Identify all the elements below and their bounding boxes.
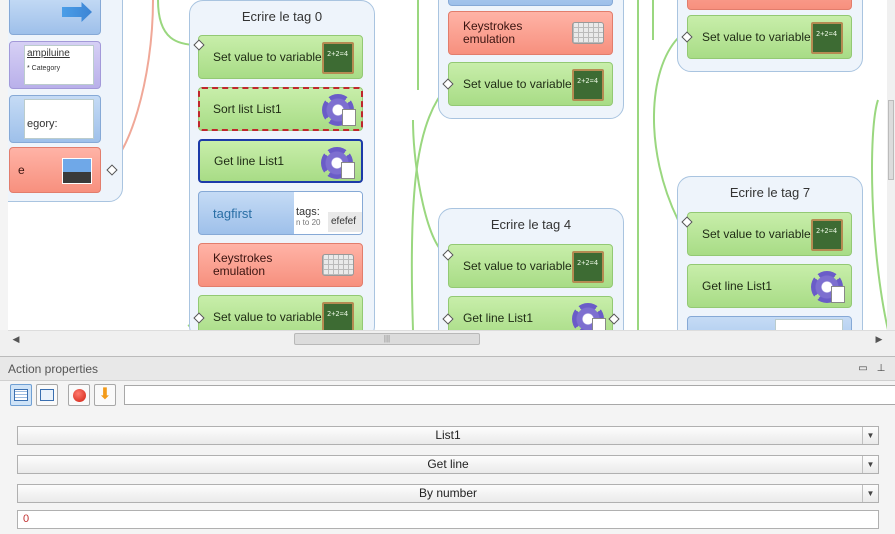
group-title: Ecrire le tag 0 — [241, 9, 323, 24]
action-set-value-2[interactable]: Set value to variable — [198, 295, 363, 330]
scroll-left-arrow[interactable]: ◀ — [12, 334, 20, 344]
action-label: tagfirst — [213, 205, 253, 221]
action-label: Get line List1 — [463, 310, 534, 325]
chalkboard-icon — [322, 302, 354, 330]
chalkboard-icon — [572, 251, 604, 283]
action-set-value-mid[interactable]: Set value to variable — [448, 62, 613, 106]
grid-view-button[interactable] — [10, 384, 32, 406]
action-blue-partial[interactable] — [448, 0, 613, 6]
action-get-line-tag4[interactable]: Get line List1 — [448, 296, 613, 330]
form-icon — [40, 389, 54, 401]
scroll-right-arrow[interactable]: ▶ — [875, 334, 883, 344]
action-blue-partial-tag7[interactable] — [687, 316, 852, 330]
action-set-value[interactable]: Set value to variable — [198, 35, 363, 79]
action-tagfirst[interactable]: tagfirst tags: n to 20 efefef — [198, 191, 363, 235]
thumbnail-preview: ampiluine * Category — [24, 45, 94, 85]
tagfirst-preview: tags: n to 20 efefef — [294, 192, 362, 234]
image-picker-icon — [62, 158, 92, 184]
vertical-scrollbar[interactable] — [887, 0, 895, 330]
gear-document-icon — [572, 303, 606, 330]
action-red-partial[interactable] — [687, 0, 852, 10]
record-stop-icon — [72, 388, 86, 402]
action-label: Set value to variable — [463, 258, 572, 273]
thumb-tags-label: tags: — [296, 206, 320, 218]
action-label: Keystrokes emulation — [213, 251, 273, 278]
mode-select-value: By number — [418, 486, 478, 500]
down-arrow-icon: ⬇ — [98, 386, 112, 403]
gear-document-icon — [322, 94, 356, 126]
action-image-block-2[interactable]: egory: — [9, 95, 101, 143]
action-label: Sort list List1 — [213, 101, 282, 116]
action-label: e — [18, 162, 25, 177]
stop-button[interactable] — [68, 384, 90, 406]
operation-select-value: Get line — [427, 457, 469, 471]
group-left-partial: ampiluine * Category egory: e — [8, 0, 123, 202]
edit-view-button[interactable] — [36, 384, 58, 406]
action-keystrokes[interactable]: Keystrokes emulation — [198, 243, 363, 287]
thumb-sub: * Category — [27, 65, 61, 72]
action-label: Set value to variable — [213, 309, 322, 324]
action-set-value-right[interactable]: Set value to variable — [687, 15, 852, 59]
thumb-text-2: egory: — [27, 118, 58, 130]
thumb-text: ampiluine — [27, 48, 70, 59]
thumb-tags-sub: n to 20 — [296, 218, 321, 227]
action-label: Get line List1 — [702, 278, 773, 293]
gear-document-icon — [811, 271, 845, 303]
thumbnail-preview-2: egory: — [24, 99, 94, 139]
action-label: Set value to variable — [702, 226, 811, 241]
download-button[interactable]: ⬇ — [94, 384, 116, 406]
action-label: Set value to variable — [702, 29, 811, 44]
list-select[interactable]: List1 ▼ — [17, 426, 879, 445]
action-get-line[interactable]: Get line List1 — [198, 139, 363, 183]
keyboard-icon — [572, 22, 604, 44]
action-image-block-1[interactable]: ampiluine * Category — [9, 41, 101, 89]
gear-document-icon — [321, 147, 355, 179]
workflow-canvas[interactable]: ampiluine * Category egory: e Ecrire le … — [0, 0, 895, 330]
line-number-input[interactable]: 0 — [17, 510, 879, 529]
vscroll-thumb[interactable] — [888, 100, 894, 180]
chevron-down-icon[interactable]: ▼ — [862, 485, 878, 502]
panel-toolbar: ⬇ — [10, 384, 116, 406]
chalkboard-icon — [572, 69, 604, 101]
list-select-value: List1 — [435, 428, 461, 442]
action-label: Set value to variable — [463, 76, 572, 91]
connection-wires — [103, 0, 889, 330]
maximize-icon[interactable]: ▭ — [858, 363, 868, 374]
chalkboard-icon — [811, 22, 843, 54]
action-label: Keystrokes emulation — [463, 19, 523, 46]
action-keystrokes-mid[interactable]: Keystrokes emulation — [448, 11, 613, 55]
thumb-tags-value: efefef — [328, 212, 362, 232]
chevron-down-icon[interactable]: ▼ — [862, 427, 878, 444]
line-number-value: 0 — [23, 513, 30, 525]
action-label: Get line List1 — [214, 153, 285, 168]
action-properties-panel: Action properties ▭ ⊥ — [0, 356, 895, 534]
chevron-down-icon[interactable]: ▼ — [862, 456, 878, 473]
chalkboard-icon — [322, 42, 354, 74]
group-title: Ecrire le tag 4 — [490, 217, 572, 232]
hscroll-thumb[interactable]: ||| — [294, 333, 480, 345]
action-set-value-tag7[interactable]: Set value to variable — [687, 212, 852, 256]
chalkboard-icon — [811, 219, 843, 251]
action-label: Set value to variable — [213, 49, 322, 64]
green-arrow-icon — [62, 2, 92, 22]
operation-select[interactable]: Get line ▼ — [17, 455, 879, 474]
action-get-line-tag7[interactable]: Get line List1 — [687, 264, 852, 308]
mode-select[interactable]: By number ▼ — [17, 484, 879, 503]
horizontal-scrollbar[interactable]: ◀ ||| ▶ — [8, 330, 895, 346]
thumbnail-preview — [775, 319, 843, 330]
action-arrow-block[interactable] — [9, 0, 101, 35]
action-image-pick[interactable]: e — [9, 147, 101, 193]
action-sort-list[interactable]: Sort list List1 — [198, 87, 363, 131]
group-title: Ecrire le tag 7 — [729, 185, 811, 200]
panel-title: Action properties — [8, 362, 99, 376]
panel-header: Action properties ▭ ⊥ — [0, 357, 895, 381]
pin-icon[interactable]: ⊥ — [876, 363, 886, 374]
action-set-value-tag4[interactable]: Set value to variable — [448, 244, 613, 288]
toolbar-input[interactable] — [124, 385, 895, 405]
table-icon — [14, 389, 28, 401]
keyboard-icon — [322, 254, 354, 276]
